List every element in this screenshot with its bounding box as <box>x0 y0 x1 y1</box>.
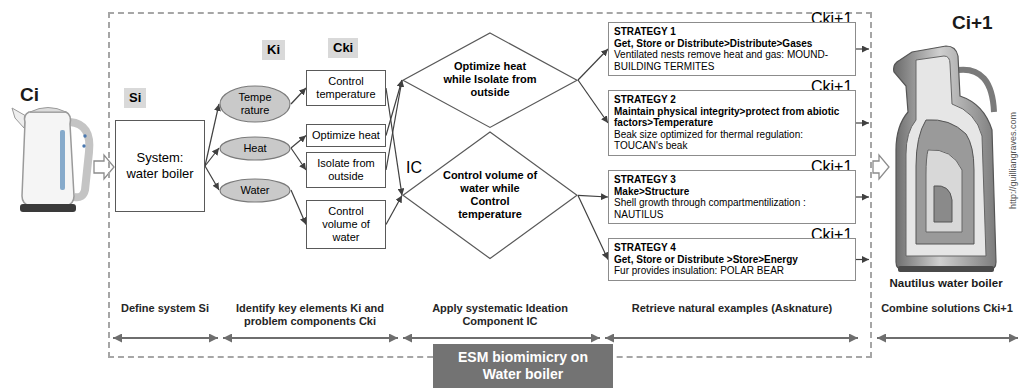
key-element-ellipse: Water <box>219 178 291 203</box>
phase-label: Combine solutions Cki+1 <box>874 302 1020 315</box>
process-box: Isolate from outside <box>306 152 386 188</box>
node-text: Cki <box>333 40 353 56</box>
process-box: Control temperature <box>306 70 386 106</box>
strategy-box: STRATEGY 2Maintain physical integrity>pr… <box>608 90 856 156</box>
stage-label: Ci <box>20 84 39 106</box>
node-text: Control volume of water while Control te… <box>442 169 538 221</box>
node-text: Si <box>129 90 141 106</box>
phase-label: Identify key elements Ki and problem com… <box>222 302 398 328</box>
ellipse-shape <box>220 179 290 202</box>
strategy-category: Make>Structure <box>614 186 850 198</box>
strategy-category: Get, Store or Distribute >Store>Energy <box>614 254 850 266</box>
phase-arrows <box>113 337 1018 339</box>
diamond-shape <box>403 33 577 127</box>
node-text: Tempe rature <box>233 91 277 117</box>
node-text: Control temperature <box>310 75 382 101</box>
diamond-shape <box>403 132 577 259</box>
node-text: Isolate from outside <box>310 157 382 183</box>
connector <box>205 148 219 166</box>
process-box: System: water boiler <box>115 120 205 212</box>
connector <box>291 190 306 225</box>
strategy-category: Get, Store or Distribute>Distribute>Gase… <box>614 38 850 50</box>
output-arrow <box>856 122 869 123</box>
stage-label: Ci+1 <box>952 12 993 34</box>
connector <box>205 166 219 190</box>
strategy-box: STRATEGY 3Make>StructureShell growth thr… <box>608 170 856 224</box>
output-arrow <box>856 48 869 49</box>
step-tag: Si <box>124 88 146 108</box>
nautilus-boiler-illustration <box>894 46 996 272</box>
key-element-ellipse: Heat <box>219 136 291 161</box>
strategy-heading: STRATEGY 4 <box>614 242 850 254</box>
phase-label: Apply systematic Ideation Component IC <box>402 302 598 328</box>
connector <box>578 80 608 123</box>
ellipse-shape <box>220 86 290 122</box>
strategy-heading: STRATEGY 3 <box>614 174 850 186</box>
step-tag: Cki <box>328 38 358 58</box>
step-tag: IC <box>406 159 422 177</box>
strategy-box: STRATEGY 4Get, Store or Distribute >Stor… <box>608 238 856 281</box>
output-arrow <box>856 196 869 197</box>
connector <box>386 195 402 224</box>
connector <box>386 88 402 195</box>
strategy-heading: STRATEGY 1 <box>614 26 850 38</box>
connector <box>578 195 608 259</box>
node-text: IC <box>406 159 422 177</box>
strategy-example: Beak size optimized for thermal regulati… <box>614 129 850 152</box>
node-text: System: water boiler <box>119 150 201 182</box>
connector <box>205 104 219 166</box>
strategy-example: Shell growth through compartmentilizatio… <box>614 197 850 220</box>
connector <box>386 80 402 170</box>
title-band: ESM biomimicry on Water boiler <box>433 344 613 388</box>
key-element-ellipse: Tempe rature <box>219 85 291 123</box>
strategy-heading: STRATEGY 2 <box>614 94 850 106</box>
input-arrow <box>94 155 114 179</box>
step-tag: Ki <box>262 40 285 60</box>
connector <box>578 49 608 80</box>
watermark: http://guilliangraves.com <box>1008 111 1019 208</box>
product-caption: Nautilus water boiler <box>890 276 1003 290</box>
kettle-illustration <box>12 108 89 213</box>
connector <box>291 148 306 170</box>
process-box: Optimize heat <box>306 124 386 147</box>
node-text: Heat <box>227 142 283 155</box>
phase-label: Define system Si <box>112 302 218 315</box>
connector <box>578 195 608 197</box>
strategy-example: Ventilated nests remove heat and gas: MO… <box>614 49 850 72</box>
output-arrow <box>856 259 869 260</box>
connector <box>291 136 306 149</box>
decision-diamond: Optimize heat while Isolate from outside <box>402 32 578 128</box>
node-text: Control volume of water <box>310 205 382 244</box>
strategy-box: STRATEGY 1Get, Store or Distribute>Distr… <box>608 22 856 76</box>
node-text: Optimize heat <box>310 129 382 142</box>
node-text: Water <box>227 184 283 197</box>
node-text: Optimize heat while Isolate from outside <box>442 60 538 99</box>
node-text: Ki <box>267 42 280 58</box>
connector <box>291 88 306 104</box>
strategy-category: Maintain physical integrity>protect from… <box>614 106 850 129</box>
decision-diamond: Control volume of water while Control te… <box>402 131 578 260</box>
ellipse-shape <box>220 137 290 160</box>
strategy-example: Fur provides insulation: POLAR BEAR <box>614 265 850 277</box>
process-box: Control volume of water <box>306 200 386 249</box>
phase-label: Retrieve natural examples (Asknature) <box>606 302 858 315</box>
output-hollow-arrow <box>873 155 889 179</box>
